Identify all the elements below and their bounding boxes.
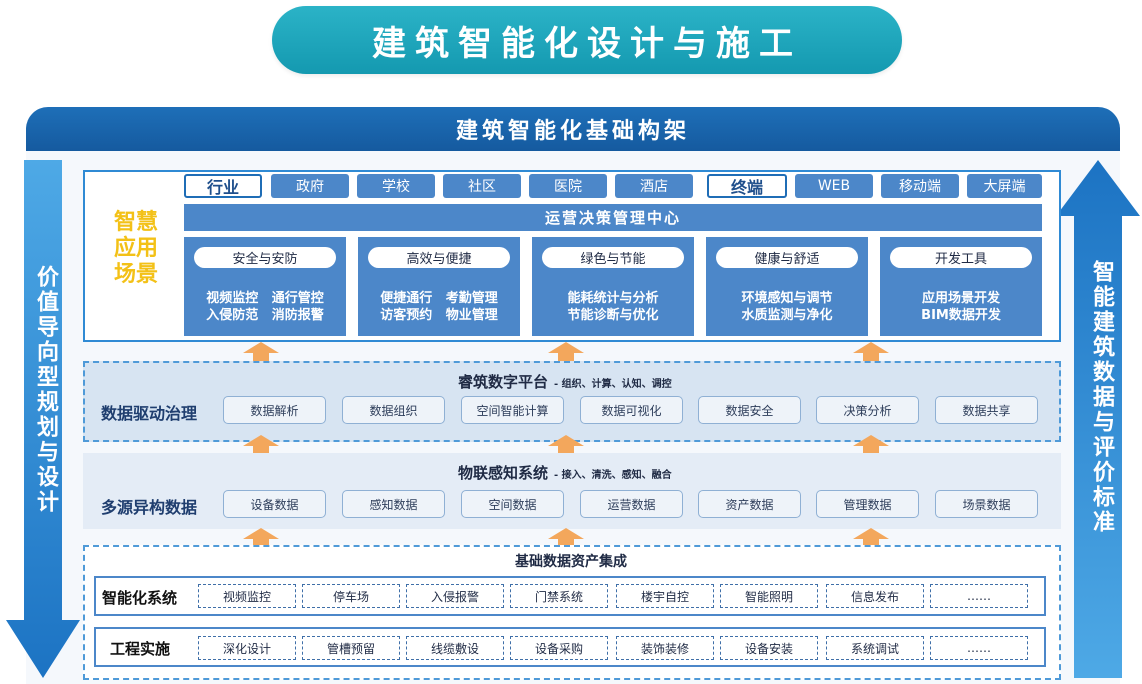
engineering-item: 设备采购 [510, 636, 608, 660]
page-title: 建筑智能化设计与施工 [272, 6, 902, 74]
card-line: 环境感知与调节 [741, 291, 833, 306]
platform-item: 数据解析 [223, 396, 326, 424]
iot-item: 资产数据 [698, 490, 801, 518]
engineering-item: 系统调试 [826, 636, 924, 660]
card-line: 访客预约 物业管理 [380, 308, 498, 323]
engineering-item: 线缆敷设 [406, 636, 504, 660]
scenario-card-efficiency: 高效与便捷 便捷通行 考勤管理 访客预约 物业管理 [358, 237, 520, 336]
up-arrow [243, 435, 279, 455]
card-line: 应用场景开发 [921, 291, 1000, 306]
engineering-item: 管槽预留 [302, 636, 400, 660]
iot-title: 物联感知系统 - 接入、清洗、感知、融合 [458, 462, 672, 483]
asset-title: 基础数据资产集成 [515, 554, 627, 570]
pill-hospital: 医院 [529, 174, 607, 198]
row-label: 智能化系统 [102, 589, 178, 607]
ops-decision-center: 运营决策管理中心 [184, 204, 1042, 231]
scenario-label: 智慧应用场景 [113, 210, 158, 287]
scenario-card-green: 绿色与节能 能耗统计与分析 节能诊断与优化 [532, 237, 694, 336]
platform-item: 数据共享 [935, 396, 1038, 424]
scenario-card-health: 健康与舒适 环境感知与调节 水质监测与净化 [706, 237, 868, 336]
up-arrow [548, 435, 584, 455]
platform-item: 数据可视化 [580, 396, 683, 424]
up-arrow [853, 528, 889, 548]
platform-item: 空间智能计算 [461, 396, 564, 424]
card-heading: 高效与便捷 [368, 247, 510, 268]
system-item: 信息发布 [826, 584, 924, 608]
platform-item: 数据组织 [342, 396, 445, 424]
iot-subtitle: - 接入、清洗、感知、融合 [554, 470, 672, 481]
platform-name: 睿筑数字平台 [458, 373, 549, 391]
card-line: 水质监测与净化 [741, 308, 833, 323]
card-line: 入侵防范 消防报警 [206, 308, 324, 323]
pill-big-screen: 大屏端 [967, 174, 1042, 198]
platform-left-label: 数据驱动治理 [101, 404, 198, 423]
card-line: 视频监控 通行管控 [206, 291, 324, 306]
iot-item: 感知数据 [342, 490, 445, 518]
up-arrow [853, 435, 889, 455]
card-heading: 安全与安防 [194, 247, 336, 268]
pill-hotel: 酒店 [615, 174, 693, 198]
iot-item: 设备数据 [223, 490, 326, 518]
engineering-item: 设备安装 [720, 636, 818, 660]
engineering-item: 深化设计 [198, 636, 296, 660]
iot-item: 运营数据 [580, 490, 683, 518]
system-item: 入侵报警 [406, 584, 504, 608]
up-arrow [548, 342, 584, 362]
pill-industry: 行业 [184, 174, 262, 198]
platform-subtitle: - 组织、计算、认知、调控 [554, 379, 672, 390]
up-arrow [243, 528, 279, 548]
card-line: BIM数据开发 [921, 308, 1001, 323]
platform-title: 睿筑数字平台 - 组织、计算、认知、调控 [458, 371, 672, 392]
scenario-card-devtools: 开发工具 应用场景开发 BIM数据开发 [880, 237, 1042, 336]
pill-web: WEB [795, 174, 873, 198]
system-item: 停车场 [302, 584, 400, 608]
system-item: 视频监控 [198, 584, 296, 608]
left-down-arrow [6, 160, 80, 678]
architecture-banner: 建筑智能化基础构架 [26, 107, 1120, 151]
card-heading: 健康与舒适 [716, 247, 858, 268]
system-item: 楼宇自控 [616, 584, 714, 608]
iot-left-label: 多源异构数据 [101, 498, 198, 517]
up-arrow [548, 528, 584, 548]
iot-item: 管理数据 [816, 490, 919, 518]
pill-community: 社区 [443, 174, 521, 198]
iot-name: 物联感知系统 [458, 464, 549, 482]
engineering-item: …… [930, 636, 1028, 660]
right-up-arrow [1056, 160, 1140, 678]
row-label: 工程实施 [110, 640, 171, 658]
card-line: 节能诊断与优化 [567, 308, 659, 323]
card-heading: 开发工具 [890, 247, 1032, 268]
pill-school: 学校 [357, 174, 435, 198]
right-axis-label: 智能建筑数据与评价标准 [1089, 260, 1114, 535]
card-line: 便捷通行 考勤管理 [380, 291, 498, 306]
system-item: 智能照明 [720, 584, 818, 608]
left-axis-label: 价值导向型规划与设计 [33, 265, 58, 515]
scenario-card-security: 安全与安防 视频监控 通行管控 入侵防范 消防报警 [184, 237, 346, 336]
platform-item: 决策分析 [816, 396, 919, 424]
pill-terminal: 终端 [707, 174, 787, 198]
up-arrow [853, 342, 889, 362]
pill-mobile: 移动端 [881, 174, 959, 198]
iot-item: 空间数据 [461, 490, 564, 518]
system-item: 门禁系统 [510, 584, 608, 608]
system-item: …… [930, 584, 1028, 608]
iot-item: 场景数据 [935, 490, 1038, 518]
engineering-item: 装饰装修 [616, 636, 714, 660]
card-line: 能耗统计与分析 [567, 291, 659, 306]
pill-government: 政府 [271, 174, 349, 198]
platform-item: 数据安全 [698, 396, 801, 424]
up-arrow [243, 342, 279, 362]
card-heading: 绿色与节能 [542, 247, 684, 268]
